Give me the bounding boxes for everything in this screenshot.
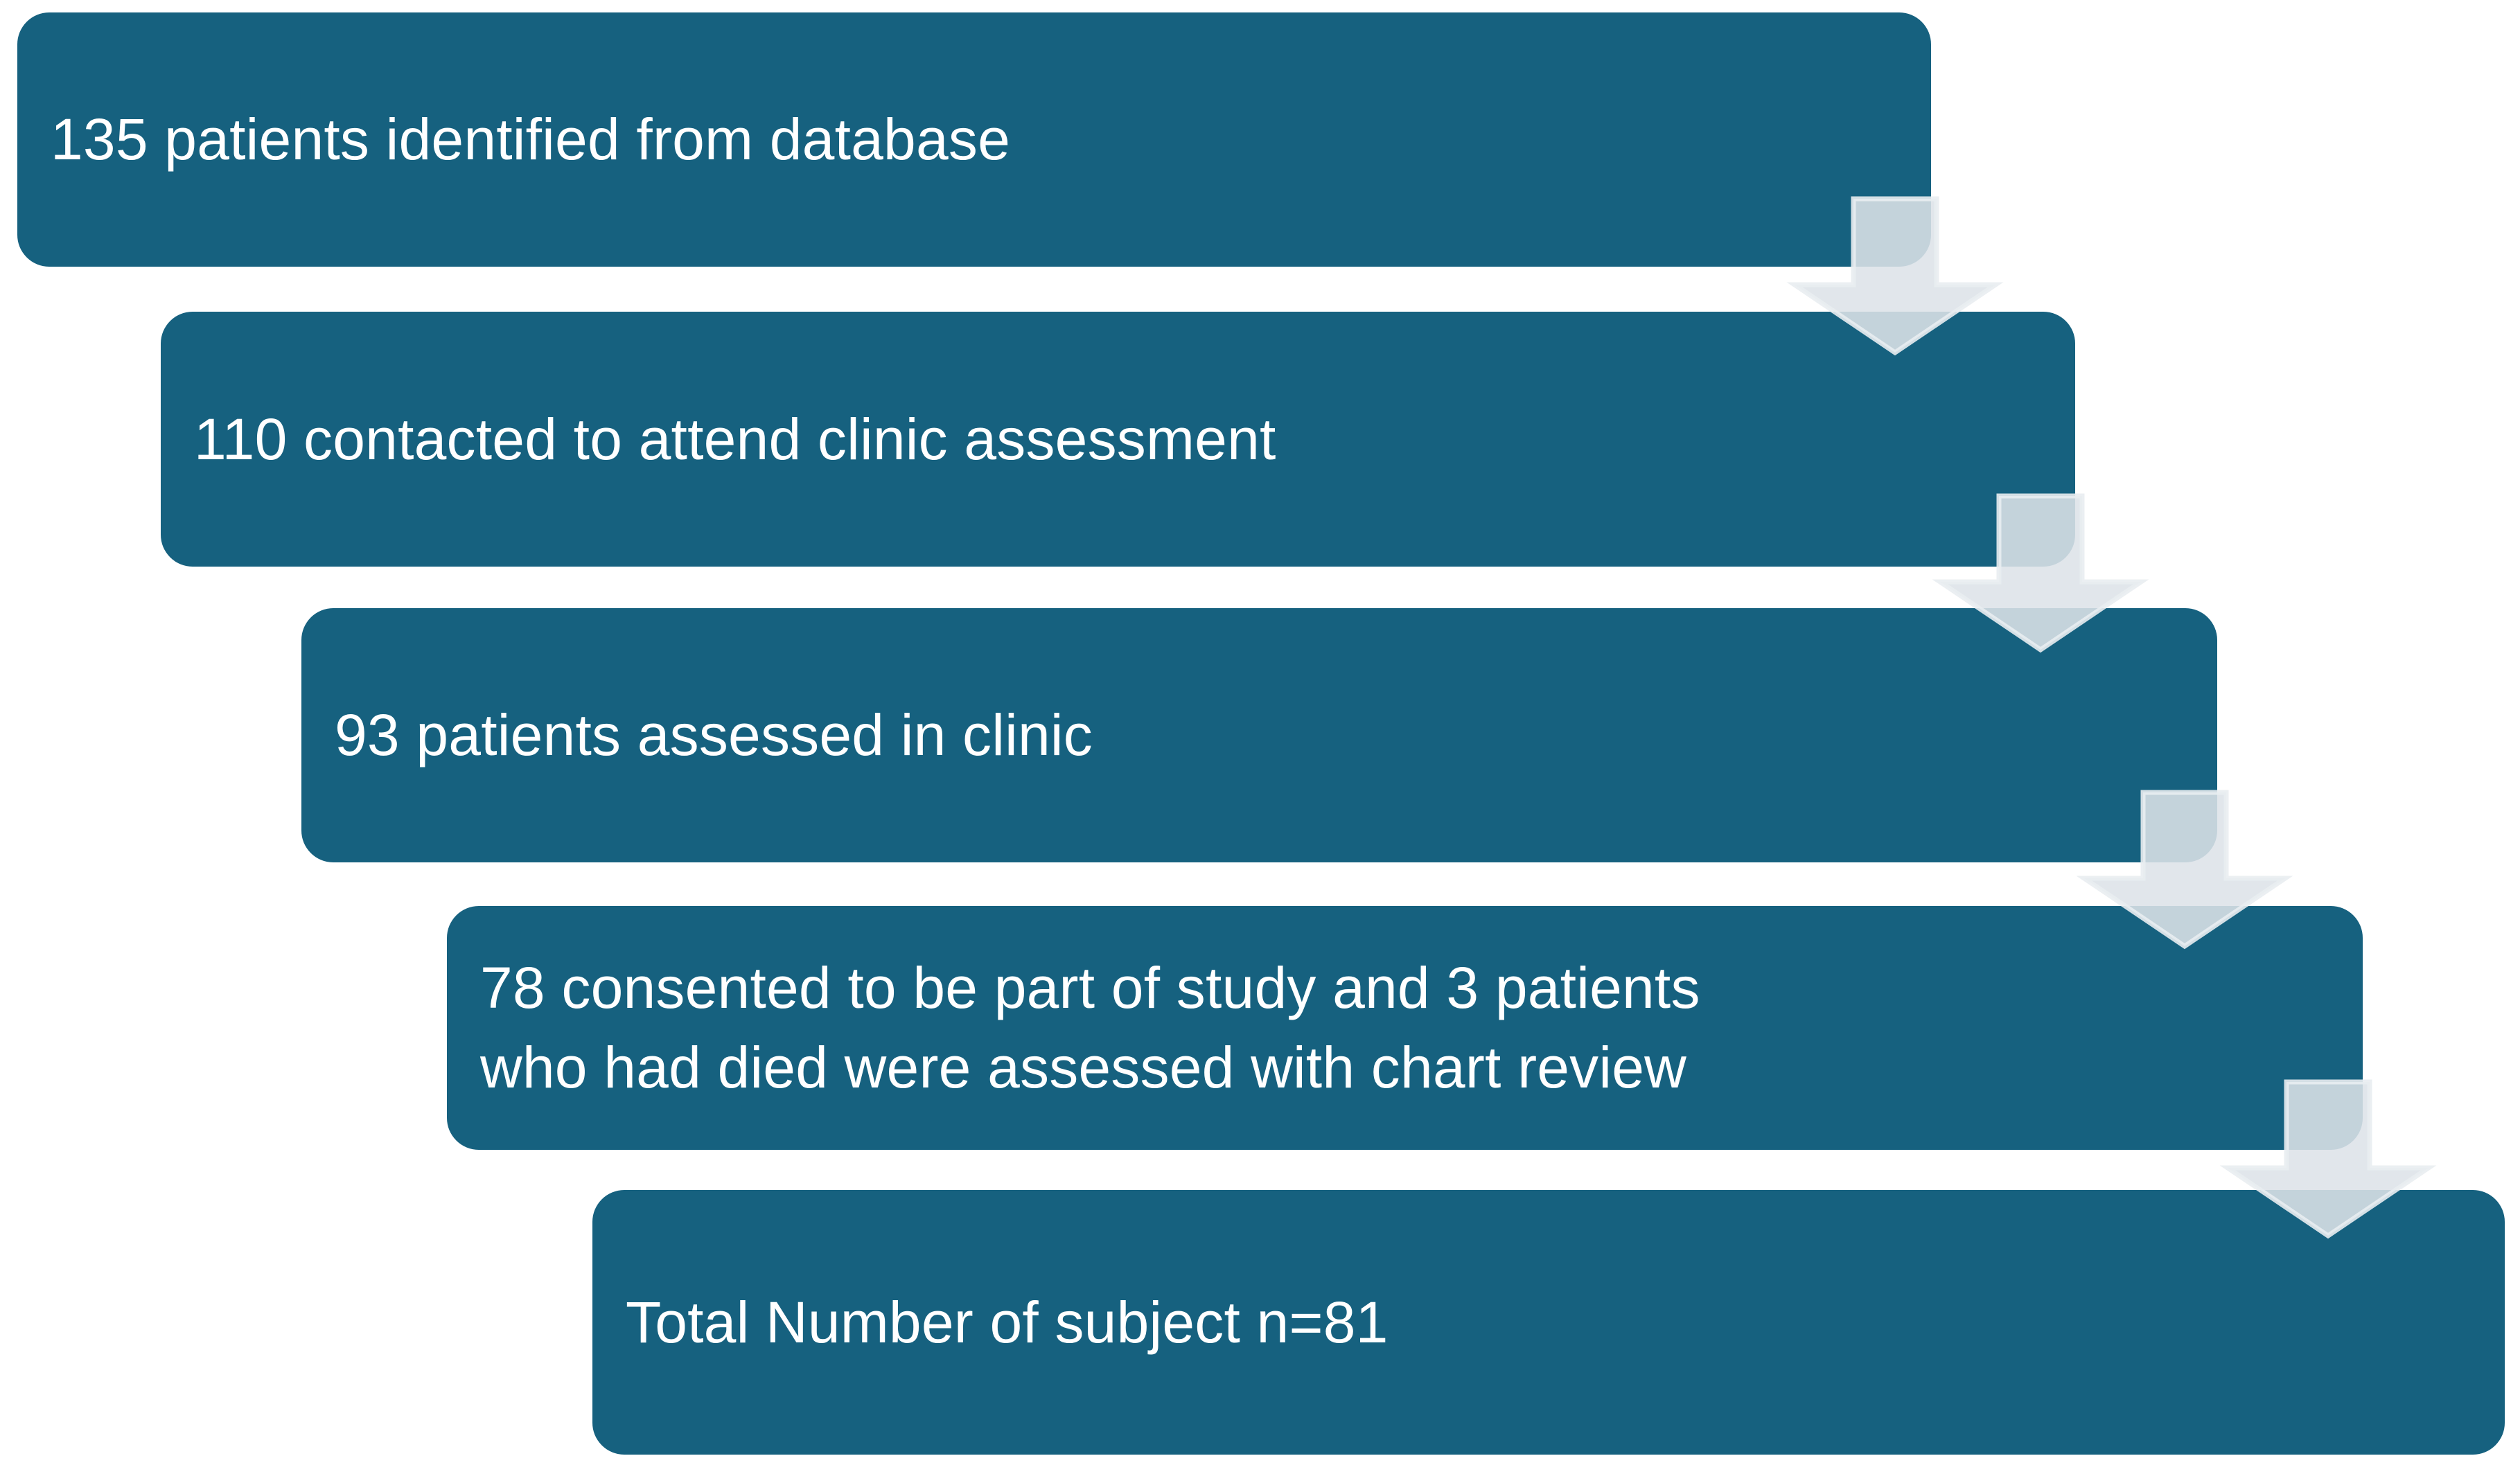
flow-step-box-2[interactable]: 110 contacted to attend clinic assessmen… xyxy=(161,312,2075,567)
flow-step-label-1: 135 patients identified from database xyxy=(51,107,1010,172)
flow-step-label-3: 93 patients assessed in clinic xyxy=(335,702,1093,767)
flow-step-box-1[interactable]: 135 patients identified from database xyxy=(17,12,1931,267)
flow-step-label-5: Total Number of subject n=81 xyxy=(626,1289,1389,1355)
flow-step-box-4[interactable]: 78 consented to be part of study and 3 p… xyxy=(447,906,2363,1150)
flow-step-box-5[interactable]: Total Number of subject n=81 xyxy=(592,1190,2505,1455)
flow-step-box-3[interactable]: 93 patients assessed in clinic xyxy=(301,608,2217,862)
flow-step-label-4: 78 consented to be part of study and 3 p… xyxy=(480,955,1700,1100)
flow-step-label-2: 110 contacted to attend clinic assessmen… xyxy=(194,406,1276,472)
